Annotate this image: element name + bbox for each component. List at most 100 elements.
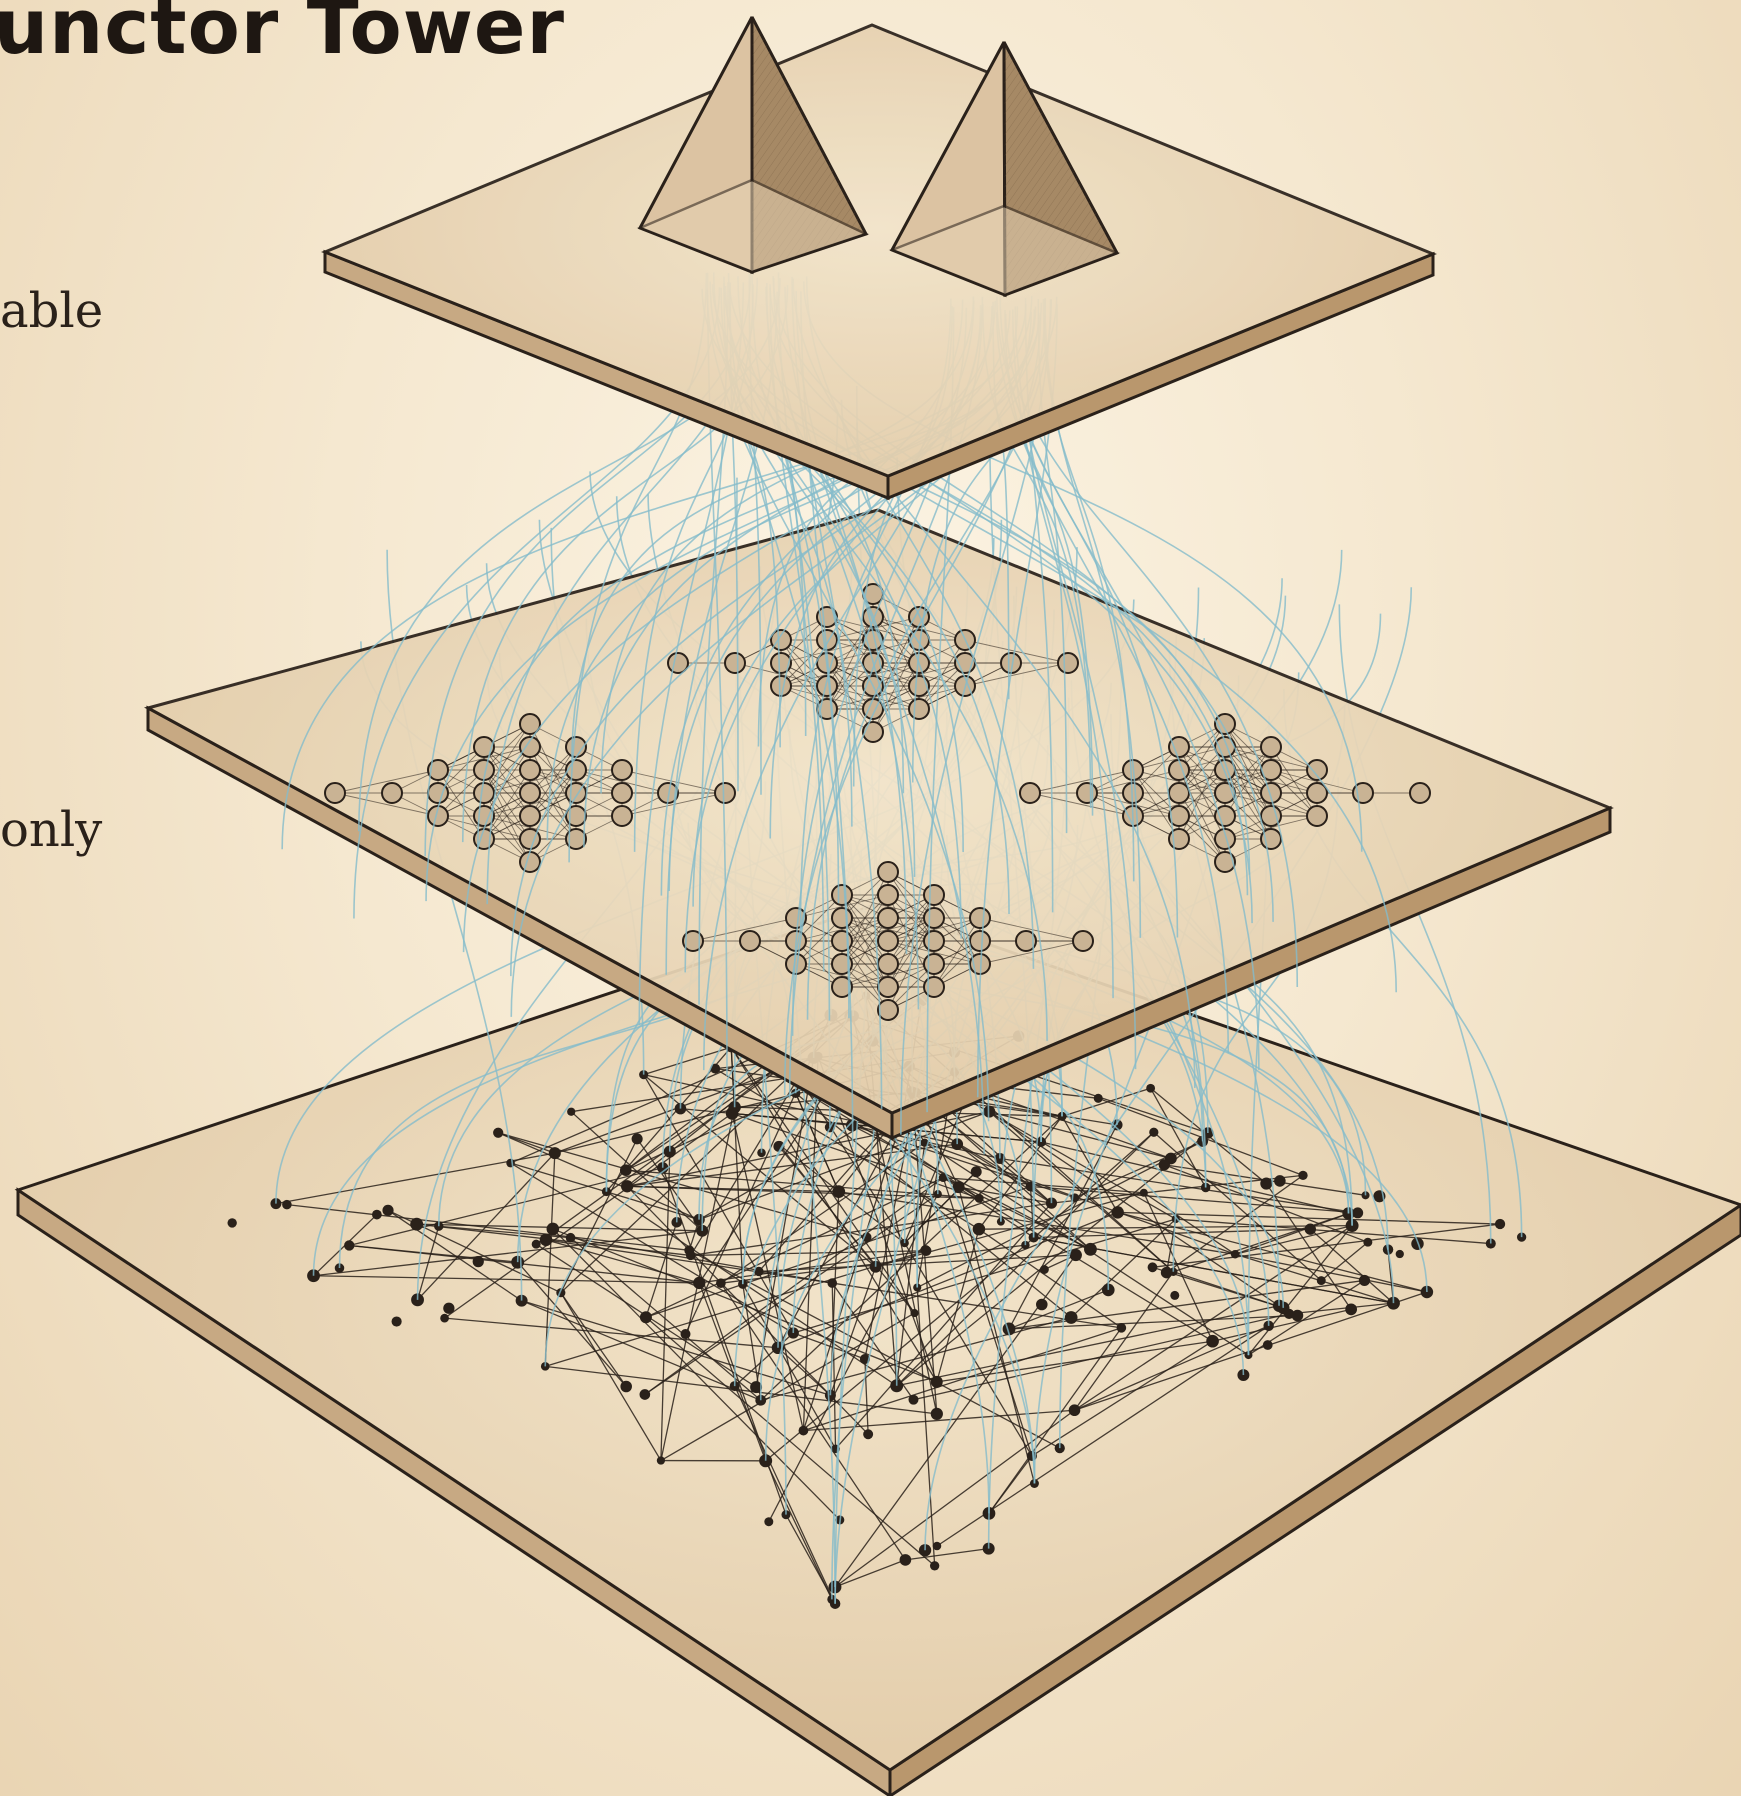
graph-node — [1305, 1223, 1316, 1234]
graph-node — [1317, 1276, 1326, 1285]
graph-node — [909, 1395, 919, 1405]
graph-node — [973, 1223, 986, 1236]
graph-node — [1359, 1275, 1370, 1286]
graph-node — [827, 1278, 837, 1288]
graph-node — [372, 1210, 382, 1220]
cluster-node — [924, 885, 944, 905]
cluster-node — [1215, 852, 1235, 872]
cluster-node — [1077, 783, 1097, 803]
graph-node — [680, 1329, 690, 1339]
graph-node — [620, 1164, 632, 1176]
top-plate — [325, 25, 1433, 498]
graph-node — [1292, 1310, 1304, 1322]
cluster-node — [970, 931, 990, 951]
cluster-node — [520, 760, 540, 780]
graph-node — [1206, 1335, 1219, 1348]
cluster-node — [725, 653, 745, 673]
graph-node — [1146, 1084, 1155, 1093]
cluster-node — [924, 977, 944, 997]
cluster-node — [1073, 931, 1093, 951]
graph-node — [799, 1426, 809, 1436]
graph-node — [1161, 1267, 1172, 1278]
graph-node — [640, 1311, 652, 1323]
cluster-node — [520, 806, 540, 826]
cluster-node — [832, 885, 852, 905]
cluster-node — [1169, 783, 1189, 803]
cluster-node — [1169, 760, 1189, 780]
graph-node — [657, 1456, 665, 1464]
cluster-node — [1307, 760, 1327, 780]
graph-node — [1148, 1262, 1158, 1272]
cluster-node — [878, 931, 898, 951]
graph-node — [863, 1429, 873, 1439]
graph-node — [832, 1185, 845, 1198]
graph-node — [621, 1180, 633, 1192]
cluster-node — [924, 931, 944, 951]
cluster-node — [325, 783, 345, 803]
graph-node — [1117, 1323, 1127, 1333]
graph-node — [506, 1159, 515, 1168]
graph-node — [1495, 1219, 1505, 1229]
graph-node — [1036, 1299, 1048, 1311]
cluster-node — [612, 806, 632, 826]
graph-node — [567, 1108, 575, 1116]
cluster-node — [715, 783, 735, 803]
cluster-node — [382, 783, 402, 803]
graph-node — [900, 1554, 912, 1566]
graph-node — [1069, 1404, 1081, 1416]
graph-node — [1260, 1178, 1272, 1190]
top-plate-top — [325, 25, 1433, 476]
graph-node — [1094, 1094, 1103, 1103]
graph-node — [1149, 1128, 1158, 1137]
graph-node — [1231, 1250, 1240, 1259]
cluster-node — [1307, 806, 1327, 826]
cluster-node — [970, 908, 990, 928]
graph-node — [1345, 1303, 1357, 1315]
graph-node — [227, 1218, 236, 1227]
cluster-node — [1410, 783, 1430, 803]
graph-node — [764, 1517, 773, 1526]
cluster-node — [474, 783, 494, 803]
graph-node — [443, 1303, 454, 1314]
graph-node — [1065, 1311, 1078, 1324]
graph-node — [547, 1223, 560, 1236]
graph-node — [639, 1389, 650, 1400]
graph-node — [282, 1200, 291, 1209]
graph-node — [1159, 1159, 1170, 1170]
cluster-node — [878, 885, 898, 905]
graph-node — [549, 1147, 561, 1159]
graph-node — [933, 1542, 942, 1551]
cluster-node — [612, 783, 632, 803]
cluster-node — [1020, 783, 1040, 803]
graph-node — [1140, 1189, 1148, 1197]
cluster-node — [1307, 783, 1327, 803]
graph-node — [921, 1245, 931, 1255]
cluster-node — [520, 783, 540, 803]
cluster-node — [520, 852, 540, 872]
graph-node — [910, 1309, 918, 1317]
graph-node — [1040, 1265, 1049, 1274]
graph-node — [493, 1128, 503, 1138]
graph-node — [971, 1166, 982, 1177]
graph-node — [930, 1561, 939, 1570]
cluster-node — [771, 676, 791, 696]
graph-node — [1111, 1206, 1123, 1218]
cluster-node — [832, 908, 852, 928]
graph-node — [686, 1251, 695, 1260]
cluster-node — [924, 908, 944, 928]
graph-node — [1263, 1340, 1273, 1350]
graph-node — [1170, 1291, 1179, 1300]
graph-node — [410, 1218, 423, 1231]
cluster-node — [878, 908, 898, 928]
graph-node — [620, 1381, 632, 1393]
graph-node — [975, 1194, 984, 1203]
cluster-node — [878, 954, 898, 974]
cluster-node — [924, 954, 944, 974]
cluster-node — [863, 722, 883, 742]
graph-node — [632, 1133, 643, 1144]
graph-node — [1396, 1250, 1404, 1258]
cluster-node — [740, 931, 760, 951]
cluster-node — [878, 977, 898, 997]
